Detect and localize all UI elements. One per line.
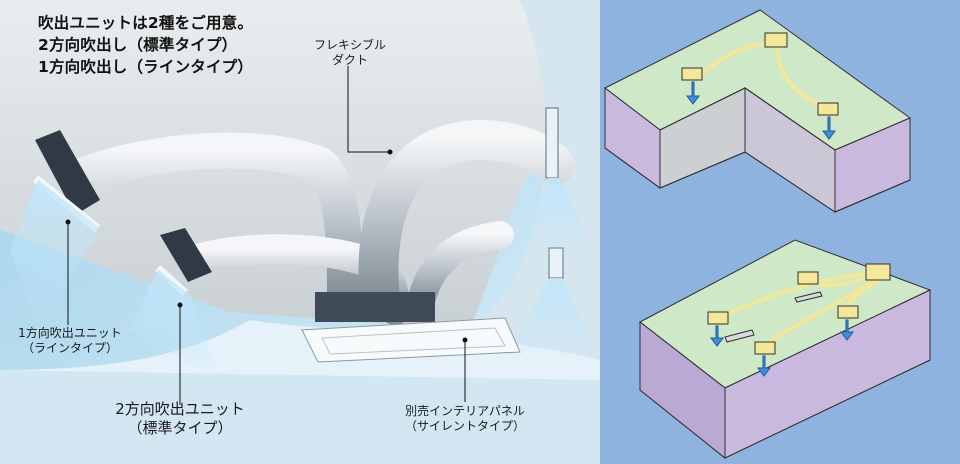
- l-shaped-room-diagram: [604, 9, 912, 213]
- flexible-duct-label: フレキシブル ダクト: [300, 38, 400, 68]
- one-way-unit-label-line-2: （ラインタイプ）: [21, 341, 118, 355]
- interior-panel-label: 別売インテリアパネル （サイレントタイプ）: [390, 404, 540, 434]
- flexible-duct-label-line-2: ダクト: [331, 53, 368, 67]
- rectangular-room-diagram: [639, 239, 932, 460]
- layout-diagram-svg: [600, 0, 960, 464]
- one-way-unit-label: 1方向吹出ユニット （ラインタイプ）: [10, 326, 130, 356]
- ceiling-scene: [0, 0, 600, 464]
- headline-line-2: 2方向吹出し（標準タイプ）: [38, 36, 238, 54]
- two-way-unit-label: 2方向吹出ユニット （標準タイプ）: [95, 400, 265, 438]
- headline: 吹出ユニットは2種をご用意。 2方向吹出し（標準タイプ） 1方向吹出し（ラインタ…: [38, 12, 253, 78]
- two-way-unit-label-line-1: 2方向吹出ユニット: [115, 400, 245, 418]
- two-way-unit-label-line-2: （標準タイプ）: [127, 418, 233, 437]
- headline-line-3: 1方向吹出し（ラインタイプ）: [38, 58, 254, 76]
- one-way-unit-label-line-1: 1方向吹出ユニット: [18, 326, 122, 340]
- interior-panel-label-line-2: （サイレントタイプ）: [404, 419, 525, 433]
- installation-illustration: 吹出ユニットは2種をご用意。 2方向吹出し（標準タイプ） 1方向吹出し（ラインタ…: [0, 0, 600, 464]
- interior-panel-label-line-1: 別売インテリアパネル: [405, 404, 525, 418]
- headline-line-1: 吹出ユニットは2種をご用意。: [38, 14, 254, 32]
- flexible-duct-label-line-1: フレキシブル: [313, 38, 386, 52]
- layout-diagrams: [600, 0, 960, 464]
